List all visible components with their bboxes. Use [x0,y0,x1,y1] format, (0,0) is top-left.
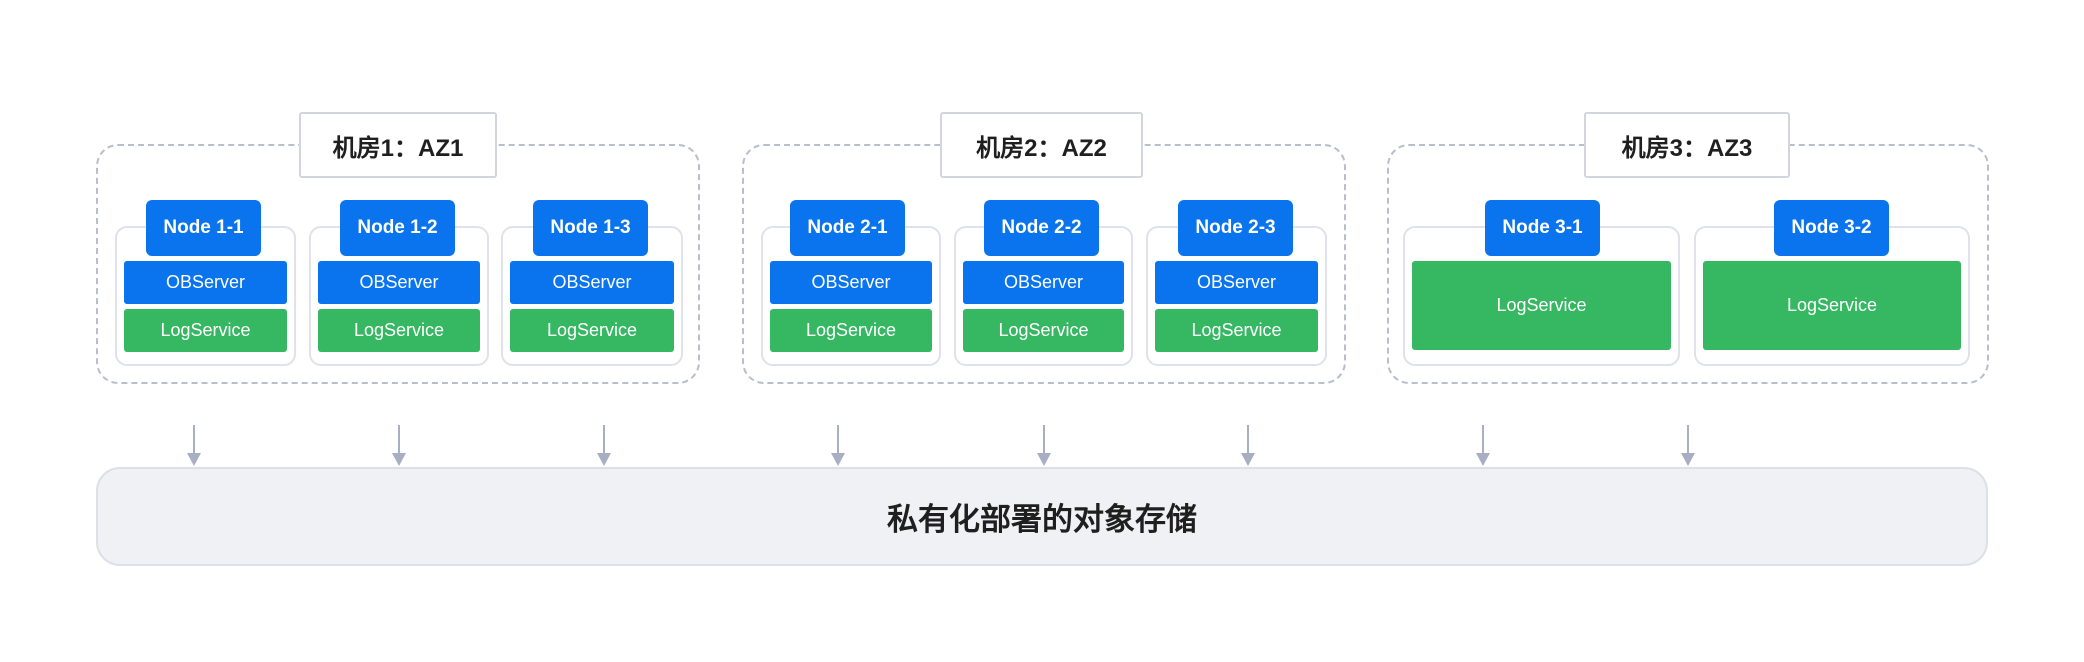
logservice-service: LogService [124,309,287,352]
logservice-service: LogService [963,309,1124,352]
node-tab-2-3: Node 2-3 [1178,200,1293,256]
observer-service: OBServer [318,261,480,304]
object-storage: 私有化部署的对象存储 [96,467,1988,566]
logservice-service: LogService [318,309,480,352]
logservice-service: LogService [770,309,932,352]
observer-service: OBServer [510,261,674,304]
observer-service: OBServer [1155,261,1318,304]
down-arrow-icon [1473,425,1493,467]
node-tab-3-2: Node 3-2 [1774,200,1889,256]
node-tab-2-1: Node 2-1 [790,200,905,256]
logservice-service: LogService [510,309,674,352]
down-arrow-icon [184,425,204,467]
node-tab-3-1: Node 3-1 [1485,200,1600,256]
observer-service: OBServer [124,261,287,304]
down-arrow-icon [1034,425,1054,467]
down-arrow-icon [828,425,848,467]
observer-service: OBServer [770,261,932,304]
node-tab-1-1: Node 1-1 [146,200,261,256]
node-tab-1-2: Node 1-2 [340,200,455,256]
logservice-service: LogService [1703,261,1961,350]
node-card-3-1: LogService [1403,226,1680,366]
down-arrow-icon [594,425,614,467]
observer-service: OBServer [963,261,1124,304]
logservice-service: LogService [1155,309,1318,352]
logservice-service: LogService [1412,261,1671,350]
down-arrow-icon [1238,425,1258,467]
zone-az3-label: 机房3：AZ3 [1584,112,1790,178]
down-arrow-icon [1678,425,1698,467]
zone-az1-label: 机房1：AZ1 [299,112,497,178]
zone-az2-label: 机房2：AZ2 [940,112,1143,178]
down-arrow-icon [389,425,409,467]
node-card-2-2: OBServer LogService [954,226,1133,366]
node-card-1-3: OBServer LogService [501,226,683,366]
node-tab-2-2: Node 2-2 [984,200,1099,256]
node-tab-1-3: Node 1-3 [533,200,648,256]
node-card-1-1: OBServer LogService [115,226,296,366]
